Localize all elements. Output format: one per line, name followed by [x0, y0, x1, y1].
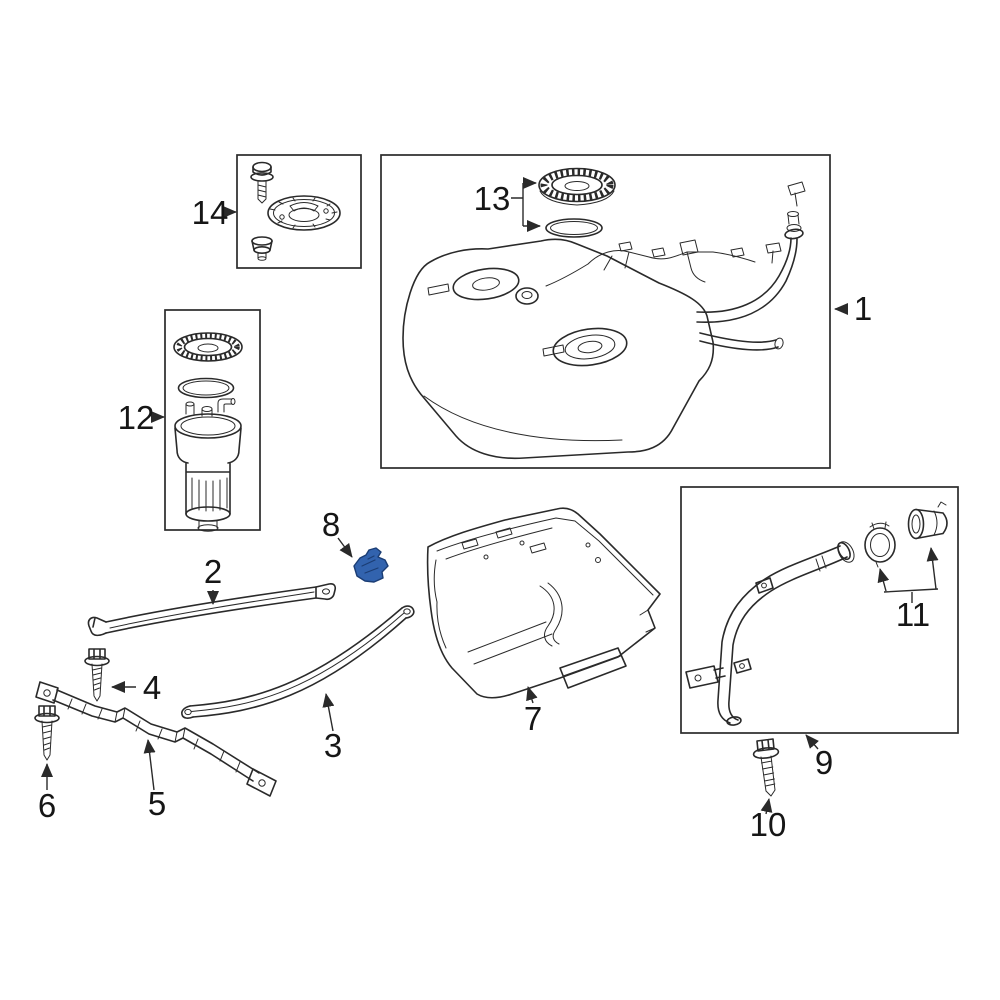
callout-10[interactable]: 10: [750, 806, 787, 843]
part-14-screw[interactable]: [250, 161, 274, 204]
frame-box-part-1: [380, 154, 831, 469]
callout-14[interactable]: 14: [192, 194, 229, 231]
callout-7[interactable]: 7: [524, 700, 542, 737]
tank-filler-hose: [696, 237, 798, 323]
part-1-fuel-tank[interactable]: [402, 181, 806, 460]
fuel-tank-outline: [402, 238, 715, 460]
part-13-gasket[interactable]: [545, 218, 603, 238]
frame-box-part-12: [164, 309, 261, 531]
frame-box-part-9: [680, 486, 959, 734]
leader-5: [143, 739, 156, 791]
leader-8: [337, 537, 353, 558]
part-7-protector-plate[interactable]: [426, 507, 661, 699]
clip-body: [353, 547, 389, 583]
callout-3[interactable]: 3: [324, 727, 342, 764]
part-3-tank-strap[interactable]: [181, 605, 415, 719]
part-5-bracket[interactable]: [35, 681, 277, 797]
part-14-lock-plate[interactable]: [267, 195, 341, 231]
part-10-bolt[interactable]: [752, 738, 780, 797]
pump-flange: [174, 413, 242, 439]
callout-5[interactable]: 5: [148, 785, 166, 822]
part-9-filler-pipe[interactable]: [685, 539, 857, 726]
frame-box-part-14: [236, 154, 362, 269]
callout-13[interactable]: 13: [474, 180, 511, 217]
tank-breather-hose: [699, 332, 779, 351]
part-12-fuel-pump-module[interactable]: [173, 332, 243, 532]
hose-clip: [787, 181, 806, 207]
callout-6[interactable]: 6: [38, 787, 56, 824]
part-6-bolt[interactable]: [34, 705, 60, 761]
leader-13-bracket: [511, 183, 524, 226]
callout-11[interactable]: 11: [896, 596, 930, 633]
callout-leaders: [41, 177, 939, 815]
pump-lock-ring: [173, 332, 243, 362]
callout-8[interactable]: 8: [322, 506, 340, 543]
leader-3: [322, 693, 335, 732]
callout-9[interactable]: 9: [815, 744, 833, 781]
leader-7: [526, 686, 538, 704]
pump-mount-opening: [515, 287, 539, 305]
leader-10: [760, 798, 773, 815]
pump-o-ring: [177, 377, 235, 399]
part-11-retainer[interactable]: [907, 501, 948, 540]
harness-clip: [765, 242, 782, 264]
part-13-fuel-cap[interactable]: [538, 167, 616, 206]
callout-2[interactable]: 2: [204, 553, 222, 590]
part-8-clip-highlighted[interactable]: [353, 547, 389, 583]
leader-11b: [926, 547, 939, 590]
part-2-tank-strap[interactable]: [87, 583, 337, 637]
pipe-mount-bracket: [685, 665, 726, 689]
leader-11-bracket: [883, 588, 939, 603]
tank-wire-harness: [545, 250, 756, 287]
part-11-grommet[interactable]: [864, 521, 896, 568]
plate-outline: [426, 507, 661, 699]
callout-4[interactable]: 4: [143, 669, 161, 706]
callout-1[interactable]: 1: [854, 290, 872, 327]
leader-9: [805, 734, 820, 750]
harness-connectors: [618, 239, 745, 258]
filler-pipe-tube: [717, 545, 848, 724]
part-4-bolt[interactable]: [84, 648, 110, 702]
leader-11a: [877, 568, 890, 592]
part-14-nut[interactable]: [251, 236, 273, 261]
callout-12[interactable]: 12: [118, 399, 155, 436]
